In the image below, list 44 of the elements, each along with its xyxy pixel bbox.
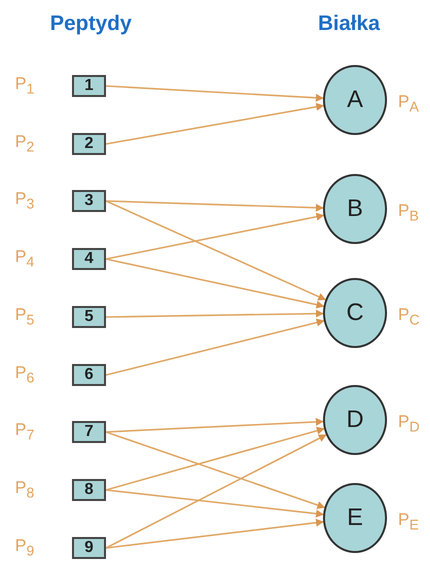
column-heading: Peptydy bbox=[50, 12, 132, 36]
variable-label: P$_{7}$ bbox=[15, 420, 34, 444]
variable-label: P$_{D}$ bbox=[398, 412, 420, 436]
protein-circle: C bbox=[323, 278, 387, 348]
protein-circle: E bbox=[323, 483, 387, 553]
protein-circle: B bbox=[323, 174, 387, 244]
arrow bbox=[106, 318, 325, 376]
arrow bbox=[106, 212, 324, 260]
protein-circle: A bbox=[323, 65, 387, 135]
variable-label: P$_{2}$ bbox=[15, 132, 34, 156]
arrow bbox=[106, 200, 324, 212]
protein-circle: D bbox=[323, 385, 387, 455]
arrow bbox=[106, 200, 326, 300]
arrow bbox=[106, 310, 324, 318]
column-heading: Białka bbox=[318, 12, 380, 36]
variable-label: P$_{5}$ bbox=[15, 305, 34, 328]
variable-label: P$_{E}$ bbox=[398, 510, 419, 534]
arrow bbox=[106, 434, 327, 549]
peptide-box: 1 bbox=[72, 75, 106, 97]
variable-label: P$_{6}$ bbox=[15, 363, 34, 386]
peptide-box: 3 bbox=[72, 190, 106, 212]
variable-label: P$_{9}$ bbox=[15, 536, 34, 560]
arrow bbox=[106, 518, 324, 549]
peptide-box: 6 bbox=[72, 364, 106, 386]
variable-label: P$_{C}$ bbox=[398, 305, 420, 328]
peptide-box: 9 bbox=[72, 537, 106, 559]
peptide-box: 7 bbox=[72, 421, 106, 443]
arrow bbox=[106, 489, 324, 518]
peptide-box: 8 bbox=[72, 479, 106, 501]
arrow bbox=[106, 258, 324, 309]
peptide-box: 5 bbox=[72, 306, 106, 328]
variable-label: P$_{4}$ bbox=[15, 247, 34, 270]
variable-label: P$_{A}$ bbox=[398, 92, 419, 116]
variable-label: P$_{8}$ bbox=[15, 478, 34, 502]
variable-label: P$_{3}$ bbox=[15, 189, 34, 212]
arrow bbox=[106, 85, 324, 102]
variable-label: P$_{1}$ bbox=[15, 74, 34, 98]
arrow bbox=[106, 426, 325, 491]
peptide-box: 4 bbox=[72, 248, 106, 270]
arrow bbox=[106, 431, 326, 509]
variable-label: P$_{B}$ bbox=[398, 201, 419, 224]
peptide-box: 2 bbox=[72, 133, 106, 155]
arrow bbox=[106, 102, 324, 145]
arrow bbox=[106, 418, 324, 433]
